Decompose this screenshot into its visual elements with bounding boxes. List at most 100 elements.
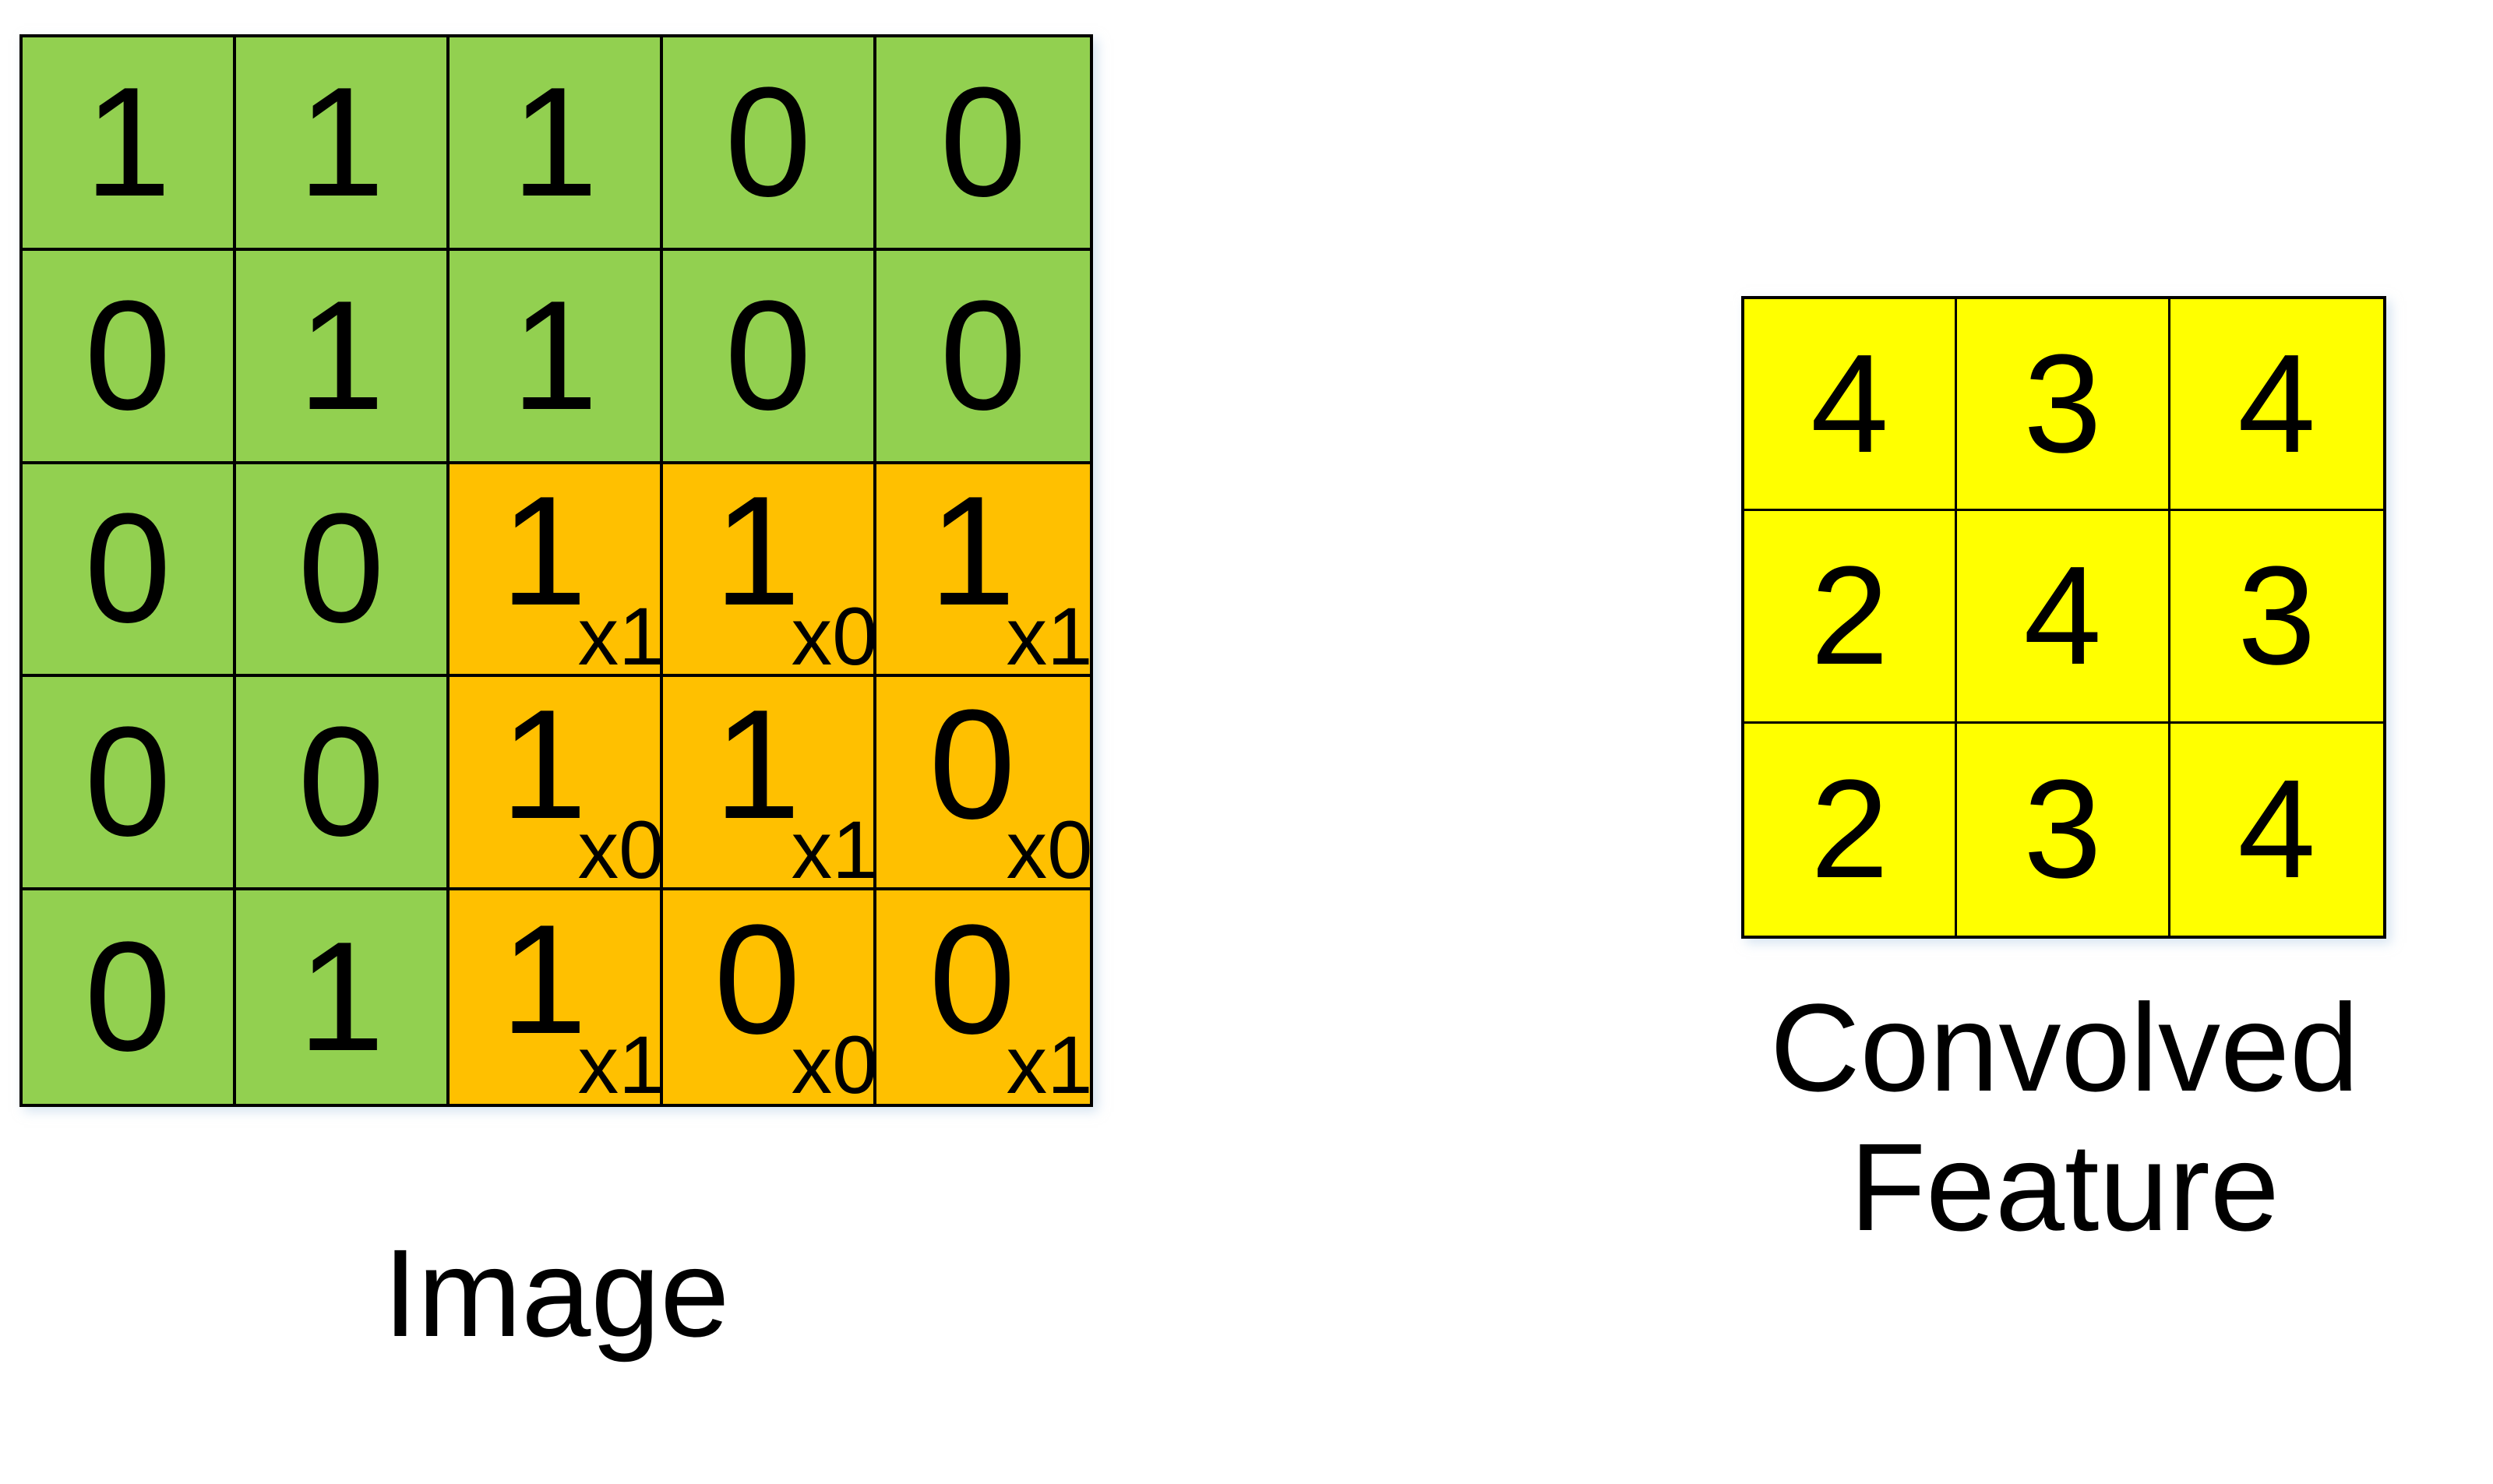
- kernel-weight-subscript: x0: [1006, 805, 1090, 891]
- cell-value: 0: [940, 268, 1027, 442]
- cell-value: 0: [714, 893, 801, 1067]
- cell-content: 0: [298, 491, 384, 647]
- cell-content: 1: [298, 919, 384, 1075]
- feature-cell: 3: [1957, 723, 2170, 936]
- cell-value: 4: [1811, 325, 1889, 482]
- feature-cell: 4: [1744, 299, 1958, 512]
- image-cell: 0: [663, 250, 876, 464]
- image-cell: 1: [450, 37, 663, 251]
- cell-content: 1: [298, 55, 385, 229]
- image-cell: 0: [23, 890, 236, 1104]
- cell-value: 1: [298, 268, 385, 442]
- cell-value: 1: [298, 55, 385, 229]
- image-cell: 1: [236, 890, 450, 1104]
- cell-value: 1: [511, 268, 598, 442]
- cell-content: 0: [298, 704, 384, 860]
- cell-content: 1: [511, 55, 598, 229]
- kernel-weight-subscript: x1: [1006, 1020, 1090, 1104]
- cell-content: 0: [725, 55, 812, 229]
- cell-value: 0: [929, 678, 1016, 852]
- cell-value: 1: [500, 464, 587, 639]
- cell-value: 3: [2237, 537, 2316, 694]
- cell-value: 0: [298, 695, 385, 869]
- cell-value: 1: [298, 910, 385, 1084]
- cell-content: 1: [84, 55, 171, 229]
- cell-value: 2: [1811, 750, 1889, 908]
- cell-value: 0: [84, 910, 171, 1084]
- cell-value: 1: [511, 55, 598, 229]
- cell-content: 0: [940, 64, 1026, 220]
- image-cell: 1: [450, 250, 663, 464]
- cell-value: 2: [1811, 537, 1889, 694]
- cell-value: 1: [500, 893, 587, 1067]
- cell-value: 0: [725, 55, 812, 229]
- kernel-weight-subscript: x1: [577, 1020, 663, 1104]
- cell-content: 0: [84, 491, 171, 647]
- cell-content: 1: [298, 268, 385, 442]
- feature-cell: 2: [1744, 723, 1958, 936]
- image-cell: 0: [236, 464, 450, 678]
- kernel-weight-subscript: x1: [577, 591, 663, 678]
- cell-value: 1: [84, 55, 171, 229]
- feature-cell: 2: [1744, 511, 1958, 724]
- feature-cell: 3: [1957, 299, 2170, 512]
- cell-value: 0: [84, 268, 171, 442]
- kernel-weight-subscript: x1: [1006, 591, 1090, 678]
- feature-cell: 4: [2170, 723, 2383, 936]
- cell-value: 1: [929, 464, 1016, 639]
- cell-content: 0: [84, 704, 171, 860]
- image-cell: 1: [23, 37, 236, 251]
- image-caption-label: Image: [383, 1223, 730, 1362]
- cell-value: 3: [2023, 750, 2102, 908]
- kernel-weight-subscript: x1: [791, 805, 876, 891]
- image-cell: 0: [23, 464, 236, 678]
- cell-value: 1: [500, 678, 587, 852]
- cell-value: 0: [84, 481, 171, 656]
- image-cell: 0: [23, 677, 236, 891]
- image-cell: 0: [876, 250, 1090, 464]
- cell-value: 0: [84, 695, 171, 869]
- feature-cell: 4: [2170, 299, 2383, 512]
- cell-value: 0: [929, 893, 1016, 1067]
- feature-cell: 3: [2170, 511, 2383, 724]
- cell-content: 0: [84, 268, 171, 442]
- convolved-feature-caption-label: Convolved Feature: [1769, 978, 2359, 1257]
- cell-content: 0: [940, 268, 1027, 442]
- kernel-weight-subscript: x0: [791, 591, 876, 678]
- cell-value: 1: [714, 464, 801, 639]
- cell-value: 0: [725, 268, 812, 442]
- feature-cell: 4: [1957, 511, 2170, 724]
- cell-content: 0: [84, 919, 171, 1075]
- kernel-weight-subscript: x0: [791, 1020, 876, 1104]
- cell-value: 0: [298, 481, 385, 656]
- kernel-weight-subscript: x0: [577, 805, 663, 891]
- cell-value: 1: [714, 678, 801, 852]
- cell-value: 4: [2237, 325, 2316, 482]
- image-cell: 0: [876, 37, 1090, 251]
- cell-value: 4: [2023, 537, 2102, 694]
- cell-value: 4: [2237, 750, 2316, 908]
- cell-content: 1: [511, 268, 598, 442]
- cell-value: 3: [2023, 325, 2102, 482]
- image-cell: 0: [236, 677, 450, 891]
- image-cell: 1: [236, 250, 450, 464]
